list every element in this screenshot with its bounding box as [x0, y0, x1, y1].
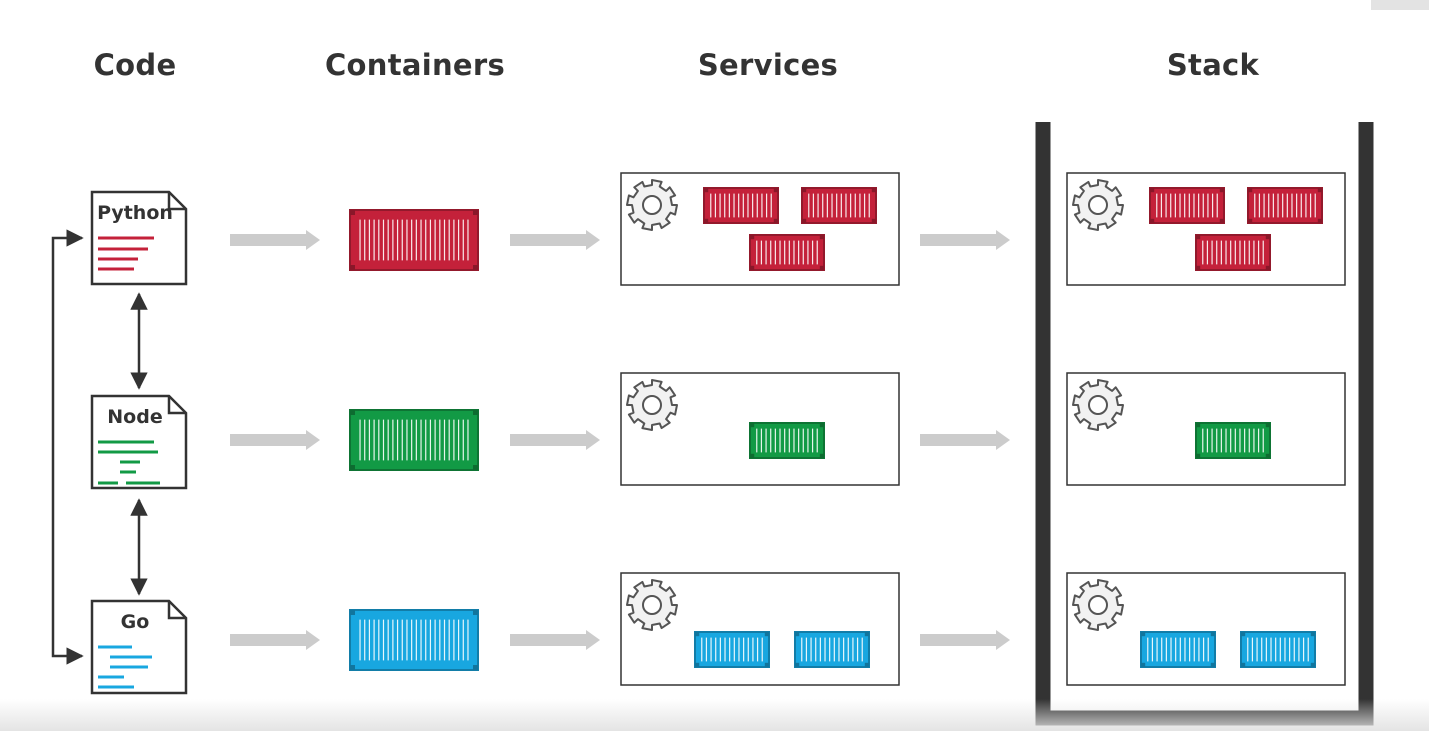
service-box-go	[620, 572, 900, 686]
container-python	[349, 209, 479, 271]
mini-container-python-2	[801, 187, 877, 224]
mini-container-go-2	[794, 631, 870, 668]
mini-container-python-1	[703, 187, 779, 224]
column-title-services: Services	[697, 48, 839, 82]
column-title-containers: Containers	[324, 48, 506, 82]
mini-container-node-1	[1195, 422, 1271, 459]
mini-container-python-3	[749, 234, 825, 271]
arrow-code-to-container-node	[230, 430, 320, 450]
arrow-code-to-container-python	[230, 230, 320, 250]
mini-container-go-2	[1240, 631, 1316, 668]
stack-service-box-python	[1066, 172, 1346, 286]
bottom-fade	[0, 699, 1429, 731]
service-box-python	[620, 172, 900, 286]
mini-container-python-3	[1195, 234, 1271, 271]
arrow-container-to-service-node	[510, 430, 600, 450]
code-file-label: Node	[107, 406, 162, 428]
mini-container-node-1	[749, 422, 825, 459]
code-file-python: Python	[90, 190, 188, 286]
stack-service-box-node	[1066, 372, 1346, 486]
arrow-code-to-container-go	[230, 630, 320, 650]
gear-icon	[1072, 579, 1124, 631]
gear-icon	[626, 579, 678, 631]
arrow-service-to-stack-node	[920, 430, 1010, 450]
code-file-label: Python	[97, 202, 173, 224]
code-file-go: Go	[90, 599, 188, 695]
arrow-container-to-service-go	[510, 630, 600, 650]
corner-tab	[1371, 0, 1429, 10]
gear-icon	[1072, 379, 1124, 431]
service-box-node	[620, 372, 900, 486]
connector-python-go	[51, 229, 84, 665]
column-title-code: Code	[93, 48, 177, 82]
mini-container-python-2	[1247, 187, 1323, 224]
mini-container-go-1	[694, 631, 770, 668]
gear-icon	[626, 379, 678, 431]
code-file-label: Go	[121, 611, 150, 633]
arrow-service-to-stack-go	[920, 630, 1010, 650]
mini-container-python-1	[1149, 187, 1225, 224]
container-node	[349, 409, 479, 471]
file-icon	[90, 599, 188, 695]
arrow-service-to-stack-python	[920, 230, 1010, 250]
code-connectors	[51, 229, 148, 665]
column-title-stack: Stack	[1166, 48, 1260, 82]
arrow-container-to-service-python	[510, 230, 600, 250]
code-file-node: Node	[90, 394, 188, 490]
mini-container-go-1	[1140, 631, 1216, 668]
gear-icon	[626, 179, 678, 231]
stack-service-box-go	[1066, 572, 1346, 686]
container-go	[349, 609, 479, 671]
gear-icon	[1072, 179, 1124, 231]
